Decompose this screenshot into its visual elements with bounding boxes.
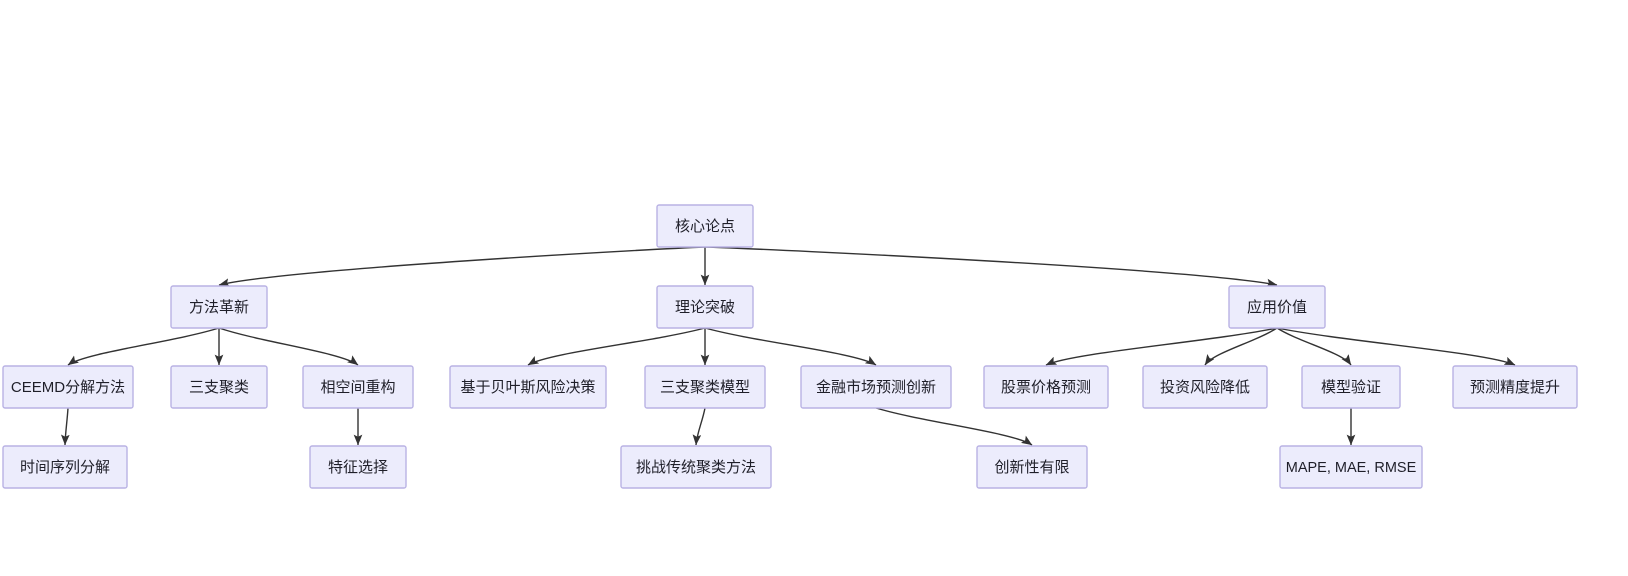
edge-l1c-to-l2j: [1276, 327, 1516, 366]
node-l2i[interactable]: 模型验证: [1301, 365, 1401, 409]
node-l1a[interactable]: 方法革新: [170, 285, 268, 329]
node-box-l2a[interactable]: [2, 365, 134, 409]
edge-l2e-to-l3c: [692, 407, 706, 446]
edge-l1c-to-l2g: [1045, 327, 1278, 366]
node-l1b[interactable]: 理论突破: [656, 285, 754, 329]
node-l3e[interactable]: MAPE, MAE, RMSE: [1279, 445, 1423, 489]
node-l3d[interactable]: 创新性有限: [976, 445, 1088, 489]
node-box-l3b[interactable]: [309, 445, 407, 489]
node-label-root: 核心论点: [675, 218, 735, 235]
node-box-l2f[interactable]: [800, 365, 952, 409]
node-l3b[interactable]: 特征选择: [309, 445, 407, 489]
node-l2b[interactable]: 三支聚类: [170, 365, 268, 409]
node-l1c[interactable]: 应用价值: [1228, 285, 1326, 329]
edge-root-to-l1a: [218, 246, 706, 287]
node-label-l1a: 方法革新: [189, 299, 249, 316]
node-l2a[interactable]: CEEMD分解方法: [2, 365, 134, 409]
node-box-l2d[interactable]: [449, 365, 607, 409]
node-label-l3d: 创新性有限: [994, 459, 1069, 476]
node-l2g[interactable]: 股票价格预测: [983, 365, 1109, 409]
edge-l1c-to-l2i: [1276, 327, 1352, 366]
node-label-l2c: 相空间重构: [320, 379, 395, 396]
edge-l1b-to-l2f: [704, 327, 877, 366]
edge-root-to-l1c: [704, 246, 1278, 288]
node-label-l2e: 三支聚类模型: [660, 379, 750, 396]
node-box-l2c[interactable]: [302, 365, 414, 409]
node-l2h[interactable]: 投资风险降低: [1142, 365, 1268, 409]
node-box-l2e[interactable]: [644, 365, 766, 409]
node-box-l3e[interactable]: [1279, 445, 1423, 489]
edge-l1a-to-l2a: [67, 327, 220, 366]
edge-l1a-to-l2c: [218, 327, 359, 366]
node-box-root[interactable]: [656, 204, 754, 248]
node-box-l3d[interactable]: [976, 445, 1088, 489]
node-l2e[interactable]: 三支聚类模型: [644, 365, 766, 409]
node-label-l3a: 时间序列分解: [20, 459, 110, 476]
node-label-l1b: 理论突破: [675, 299, 735, 316]
node-label-l1c: 应用价值: [1247, 298, 1307, 316]
node-l3a[interactable]: 时间序列分解: [2, 445, 128, 489]
node-l2d[interactable]: 基于贝叶斯风险决策: [449, 365, 607, 409]
node-box-l2b[interactable]: [170, 365, 268, 409]
node-box-l1a[interactable]: [170, 285, 268, 329]
edge-l1b-to-l2d: [527, 327, 706, 366]
node-l3c[interactable]: 挑战传统聚类方法: [620, 445, 772, 489]
node-root[interactable]: 核心论点: [656, 204, 754, 248]
node-l2f[interactable]: 金融市场预测创新: [800, 365, 952, 409]
node-label-l3c: 挑战传统聚类方法: [636, 459, 756, 476]
node-box-l1c[interactable]: [1228, 285, 1326, 329]
edge-l2a-to-l3a: [60, 407, 70, 446]
node-box-l2i[interactable]: [1301, 365, 1401, 409]
node-label-l3b: 特征选择: [328, 459, 388, 476]
node-box-l3c[interactable]: [620, 445, 772, 489]
node-label-l2f: 金融市场预测创新: [816, 379, 936, 396]
node-l2c[interactable]: 相空间重构: [302, 365, 414, 409]
node-label-l3e: MAPE, MAE, RMSE: [1286, 460, 1417, 476]
node-box-l3a[interactable]: [2, 445, 128, 489]
node-label-l2a: CEEMD分解方法: [11, 379, 125, 396]
edge-l1c-to-l2h: [1204, 327, 1278, 366]
node-l2j[interactable]: 预测精度提升: [1452, 365, 1578, 409]
node-box-l2g[interactable]: [983, 365, 1109, 409]
node-label-l2g: 股票价格预测: [1001, 379, 1091, 396]
node-box-l2h[interactable]: [1142, 365, 1268, 409]
node-label-l2j: 预测精度提升: [1470, 379, 1560, 396]
node-label-l2h: 投资风险降低: [1160, 379, 1250, 396]
node-box-l1b[interactable]: [656, 285, 754, 329]
edge-l2f-to-l3d: [875, 407, 1033, 446]
node-label-l2i: 模型验证: [1321, 379, 1381, 396]
node-box-l2j[interactable]: [1452, 365, 1578, 409]
node-label-l2b: 三支聚类: [189, 379, 249, 396]
edge-layer: [60, 246, 1516, 446]
node-label-l2d: 基于贝叶斯风险决策: [460, 379, 595, 396]
